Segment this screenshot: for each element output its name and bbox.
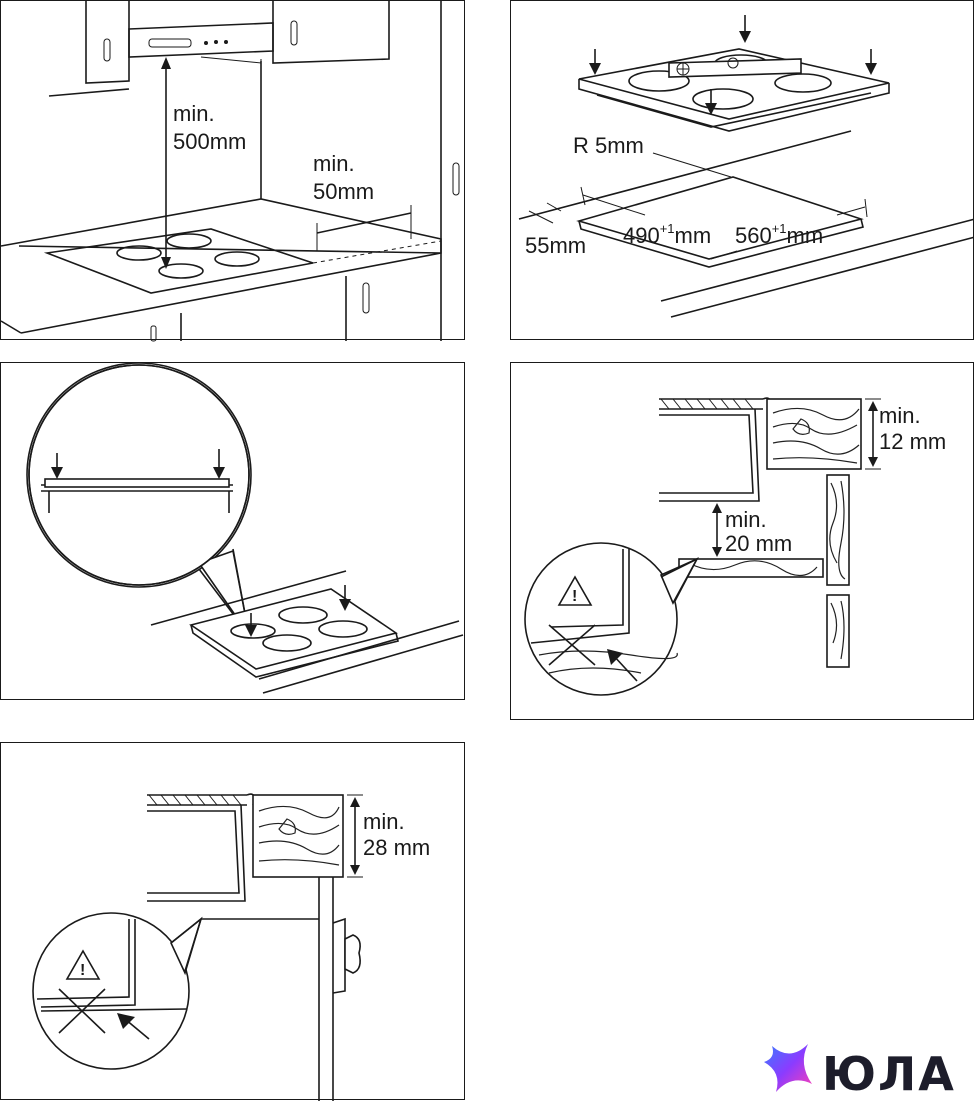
top-value-label: 12 mm bbox=[879, 429, 946, 454]
brand-logo: ЮЛА bbox=[762, 1040, 972, 1101]
worktop-28-drawing: min. 28 mm ! bbox=[32, 793, 430, 1101]
side-value-label: 50mm bbox=[313, 179, 374, 204]
panel-cutout-dimensions: R 5mm 55mm 490+1mm 560+1mm bbox=[510, 0, 974, 340]
warning-icon: ! bbox=[80, 962, 85, 979]
width2-unit: mm bbox=[787, 223, 824, 248]
seal-installation-drawing bbox=[26, 362, 464, 694]
height-value-label: 500mm bbox=[173, 129, 246, 154]
panel-worktop-thickness-12: min. 12 mm min. 20 mm ! bbox=[510, 362, 974, 720]
top-min-label: min. bbox=[879, 403, 921, 428]
width2-base: 560 bbox=[735, 223, 772, 248]
depth-label: 55mm bbox=[525, 233, 586, 258]
radius-label: R 5mm bbox=[573, 133, 644, 158]
panel-seal-installation bbox=[0, 362, 465, 700]
width1-sup: +1 bbox=[660, 221, 675, 236]
warning-icon: ! bbox=[572, 588, 577, 605]
kitchen-clearance-drawing: min. 500mm min. 50mm bbox=[0, 1, 460, 342]
width1-label: 490+1mm bbox=[623, 221, 711, 248]
panel-worktop-thickness-28: min. 28 mm ! bbox=[0, 742, 465, 1101]
panel-kitchen-clearance: min. 500mm min. 50mm bbox=[0, 0, 465, 342]
side-min-label: min. bbox=[313, 151, 355, 176]
gap-min-label: min. bbox=[725, 507, 767, 532]
top28-value-label: 28 mm bbox=[363, 835, 430, 860]
brand-logo-graphic: ЮЛА bbox=[764, 1044, 956, 1101]
logo-star-icon bbox=[764, 1044, 812, 1092]
width1-unit: mm bbox=[675, 223, 712, 248]
top28-min-label: min. bbox=[363, 809, 405, 834]
worktop-12-drawing: min. 12 mm min. 20 mm ! bbox=[524, 397, 946, 696]
width1-base: 490 bbox=[623, 223, 660, 248]
height-min-label: min. bbox=[173, 101, 215, 126]
press-arrows bbox=[589, 15, 877, 115]
cutout-dimensions-drawing: R 5mm 55mm 490+1mm 560+1mm bbox=[518, 15, 974, 318]
width2-sup: +1 bbox=[772, 221, 787, 236]
width2-label: 560+1mm bbox=[735, 221, 823, 248]
logo-text: ЮЛА bbox=[822, 1047, 956, 1101]
gap-value-label: 20 mm bbox=[725, 531, 792, 556]
